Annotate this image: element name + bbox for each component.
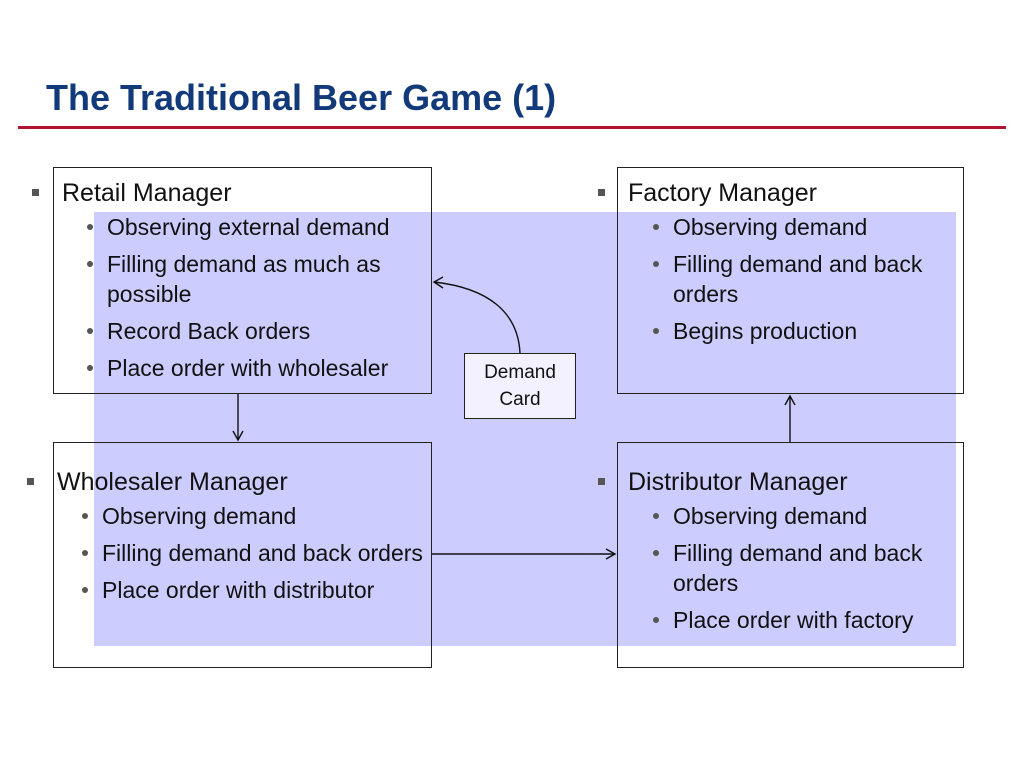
bullet-dot-icon [87,224,93,230]
distributor-manager-title: Distributor Manager [628,468,848,496]
list-item: Place order with factory [598,605,958,635]
list-item-text: Place order with wholesaler [107,355,389,381]
list-item-text: Begins production [673,318,858,344]
list-item: Place order with distributor [27,575,427,605]
factory-manager-title: Factory Manager [628,179,817,207]
bullet-dot-icon [653,550,659,556]
list-item: Observing demand [27,501,427,531]
bullet-dot-icon [82,550,88,556]
bullet-dot-icon [82,587,88,593]
wholesaler-manager-section: Wholesaler Manager Observing demand Fill… [27,466,427,612]
list-item-text: Filling demand and back orders [102,540,423,566]
list-item-text: Filling demand and back orders [673,540,923,596]
retail-manager-title: Retail Manager [62,179,232,207]
list-item-text: Observing demand [673,214,868,240]
retail-manager-section: Retail Manager Observing external demand… [32,177,428,390]
bullet-dot-icon [653,513,659,519]
list-item-text: Observing demand [673,503,868,529]
distributor-manager-items: Observing demand Filling demand and back… [598,501,958,635]
factory-manager-heading: Factory Manager [598,177,958,209]
bullet-dot-icon [87,328,93,334]
demand-card-line-1: Demand [484,362,556,383]
arrowhead-distributor-to-factory [784,394,796,406]
retail-manager-items: Observing external demand Filling demand… [32,212,428,383]
list-item-text: Filling demand and back orders [673,251,923,307]
bullet-dot-icon [653,261,659,267]
list-item: Filling demand as much as possible [32,249,428,309]
list-item-text: Place order with factory [673,607,914,633]
wholesaler-manager-heading: Wholesaler Manager [27,466,427,498]
bullet-dot-icon [82,513,88,519]
demand-card: Demand Card [464,353,576,419]
arrowhead-wholesaler-to-distributor [605,548,617,560]
wholesaler-manager-items: Observing demand Filling demand and back… [27,501,427,605]
bullet-dot-icon [653,224,659,230]
wholesaler-box [53,442,432,668]
list-item-text: Place order with distributor [102,577,375,603]
list-item-text: Filling demand as much as possible [107,251,381,307]
list-item-text: Observing external demand [107,214,390,240]
factory-manager-items: Observing demand Filling demand and back… [598,212,958,346]
bullet-dot-icon [87,365,93,371]
list-item: Begins production [598,316,958,346]
square-bullet-icon [27,478,34,485]
list-item: Filling demand and back orders [598,538,958,598]
distributor-manager-section: Distributor Manager Observing demand Fil… [598,466,958,642]
distributor-manager-heading: Distributor Manager [598,466,958,498]
square-bullet-icon [598,478,605,485]
wholesaler-manager-title: Wholesaler Manager [57,468,288,496]
bullet-dot-icon [653,617,659,623]
list-item-text: Record Back orders [107,318,311,344]
bullet-dot-icon [653,328,659,334]
arrowhead-retail-to-wholesaler [232,430,244,442]
arrow-demand-card-to-retail [433,281,521,354]
square-bullet-icon [598,189,605,196]
factory-box [617,167,964,394]
list-item: Place order with wholesaler [32,353,428,383]
retail-manager-heading: Retail Manager [32,177,428,209]
list-item: Observing demand [598,501,958,531]
list-item: Observing demand [598,212,958,242]
distributor-box [617,442,964,668]
list-item: Observing external demand [32,212,428,242]
slide-title: The Traditional Beer Game (1) [46,77,557,118]
list-item: Filling demand and back orders [27,538,427,568]
list-item-text: Observing demand [102,503,297,529]
list-item: Filling demand and back orders [598,249,958,309]
arrowhead-demand-card-to-retail [432,276,444,289]
title-divider [18,126,1006,129]
square-bullet-icon [32,189,39,196]
retail-box [53,167,432,394]
bullet-dot-icon [87,261,93,267]
demand-card-line-2: Card [499,389,541,410]
factory-manager-section: Factory Manager Observing demand Filling… [598,177,958,353]
list-item: Record Back orders [32,316,428,346]
